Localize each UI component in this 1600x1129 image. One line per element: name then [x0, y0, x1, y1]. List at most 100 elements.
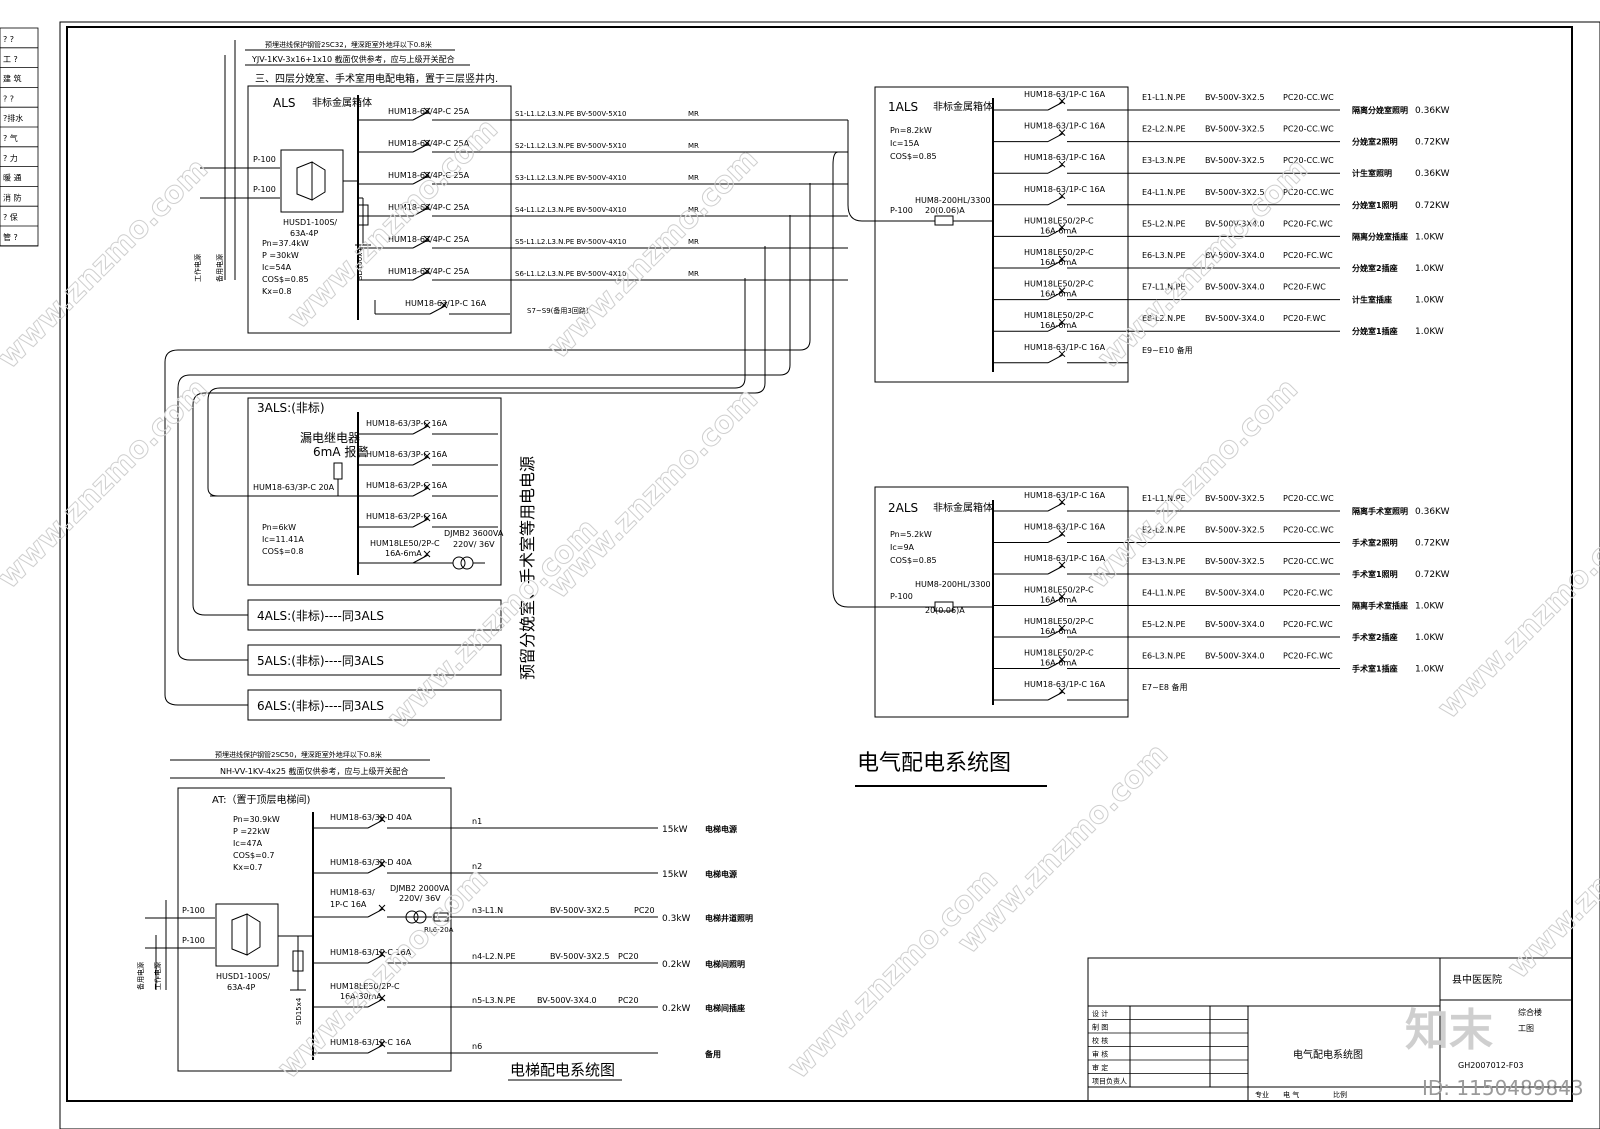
- at-conduit: PC20: [634, 906, 655, 915]
- panel-load-name: 分娩室2照明: [1352, 137, 1398, 147]
- als-circuit-line: S6-L1.L2.L3.N.PE BV-500V-4X10: [515, 270, 626, 278]
- als2-p100: P-100: [890, 592, 913, 601]
- at-load-name: 电梯电源: [705, 869, 737, 879]
- als-p100-a: P-100: [253, 155, 276, 164]
- panel-circuit: E3-L3.N.PE: [1142, 557, 1186, 566]
- als3-transformer-2: 220V/ 36V: [453, 540, 495, 549]
- hospital-name: 县中医医院: [1452, 973, 1502, 986]
- als-param: Kx=0.8: [262, 287, 291, 296]
- panel-param: COS$=0.85: [890, 556, 937, 565]
- titleblock-role: 制 图: [1092, 1023, 1108, 1032]
- als-circuit-tag: MR: [688, 270, 699, 278]
- watermark-text: www.znzmo.com: [1091, 152, 1315, 376]
- als3-relay-2: 6mA 报警: [313, 444, 368, 459]
- als-switch-model: HUSD1-100S/: [283, 218, 337, 227]
- watermark-text: www.znzmo.com: [541, 382, 765, 606]
- panel-circuit: E1-L1.N.PE: [1142, 494, 1186, 503]
- als-spare-breaker: HUM18-63/1P-C 16A: [405, 299, 487, 308]
- at-circuit: n4-L2.N.PE: [472, 952, 516, 961]
- reserved-power-note: 预留分娩室、手术室等用电电源: [518, 456, 537, 680]
- panel-load-kw: 0.36KW: [1415, 507, 1450, 517]
- titleblock-role: 项目负责人: [1092, 1077, 1127, 1086]
- panel-breaker: HUM18-63/1P-C 16A: [1024, 153, 1106, 162]
- at-circuit: n1: [472, 817, 482, 826]
- panel-conduit: PC20-FC.WC: [1283, 620, 1333, 629]
- als-circuit-tag: MR: [688, 206, 699, 214]
- als6-title: 6ALS:(非标)----同3ALS: [257, 699, 384, 713]
- titleblock-field-3: 比例: [1333, 1090, 1347, 1099]
- at-title: AT:（置于顶层电梯间): [212, 793, 310, 806]
- als-circuit-line: S3-L1.L2.L3.N.PE BV-500V-4X10: [515, 174, 626, 182]
- at-conduit: PC20: [618, 996, 639, 1005]
- at-cable: BV-500V-3X2.5: [550, 906, 610, 915]
- panel-conduit: PC20-FC.WC: [1283, 219, 1333, 228]
- image-id: ID: 1150489843: [1422, 1076, 1584, 1100]
- als3-main-breaker: HUM18-63/3P-C 20A: [253, 483, 335, 492]
- left-strip-label: 暖 通: [3, 173, 22, 183]
- panel-cable: BV-500V-3X2.5: [1205, 156, 1265, 165]
- panel-circuit: E6-L3.N.PE: [1142, 251, 1186, 260]
- at-conduit: PC20: [618, 952, 639, 961]
- panel-load-name: 计生室照明: [1352, 168, 1392, 178]
- als3-transformer-1: DJMB2 3600VA: [444, 529, 504, 538]
- at-panel: 预埋进线保护钢管2SC50，埋深距室外地坪以下0.8米 NH-VV-1KV-4x…: [136, 750, 753, 1072]
- panel-cable: BV-500V-3X4.0: [1205, 251, 1265, 260]
- als3-leak-2: 16A-6mA: [385, 549, 422, 558]
- panel-conduit: PC20-FC.WC: [1283, 652, 1333, 661]
- at-breaker: HUM18-63/3P-D 40A: [330, 858, 412, 867]
- elevator-drawing-title: 电梯配电系统图: [510, 1061, 615, 1079]
- panel-conduit: PC20-CC.WC: [1283, 93, 1334, 102]
- panel-load-name: 隔离手术室照明: [1352, 506, 1408, 516]
- panel-load-kw: 1.0KW: [1415, 665, 1444, 675]
- at-load-kw: 0.3kW: [662, 914, 691, 924]
- at-load-kw: 15kW: [662, 825, 688, 835]
- panel-load-kw: 1.0KW: [1415, 327, 1444, 337]
- at-spd: SD15x4: [295, 997, 303, 1025]
- panel-circuit: E3-L3.N.PE: [1142, 156, 1186, 165]
- panel-load-name: 隔离手术室插座: [1352, 601, 1408, 611]
- als-feeders: [164, 120, 863, 706]
- at-note-cable: NH-VV-1KV-4x25 截面仅供参考，应与上级开关配合: [220, 766, 409, 776]
- at-load-name: 电梯电源: [705, 824, 737, 834]
- panel-circuit: E5-L2.N.PE: [1142, 219, 1186, 228]
- titleblock-role: 审 定: [1092, 1063, 1108, 1072]
- panel-conduit: PC20-FC.WC: [1283, 589, 1333, 598]
- als-circuit-line: S4-L1.L2.L3.N.PE BV-500V-4X10: [515, 206, 626, 214]
- left-strip-label: 消 防: [3, 192, 22, 202]
- als3-branch-breaker: HUM18-63/2P-C 16A: [366, 512, 448, 521]
- als6-panel: 6ALS:(非标)----同3ALS: [247, 689, 502, 721]
- at-power-label-b: 工作电源: [153, 962, 162, 990]
- watermark-text: www.znzmo.com: [271, 862, 495, 1086]
- inner-border: [66, 26, 1573, 1102]
- panel-circuit: E5-L2.N.PE: [1142, 620, 1186, 629]
- als-panel: 预埋进线保护钢管2SC32，埋深距室外地坪以下0.8米 YJV-1KV-3x16…: [193, 40, 848, 334]
- at-switch-rating: 63A-4P: [227, 983, 255, 992]
- panel-conduit: PC20-F.WC: [1283, 283, 1326, 292]
- als3-param: Ic=11.41A: [262, 535, 304, 544]
- panel-cable: BV-500V-3X2.5: [1205, 494, 1265, 503]
- left-strip-label: 管 ?: [3, 232, 18, 242]
- at-param: P =22kW: [233, 827, 270, 836]
- panel-load-kw: 0.72KW: [1415, 570, 1450, 580]
- panel-load-name: 隔离分娩室照明: [1352, 105, 1408, 115]
- panel-breaker: HUM18-63/1P-C 16A: [1024, 554, 1106, 563]
- at-load-name: 电梯间照明: [705, 959, 745, 969]
- at-cable: BV-500V-3X2.5: [550, 952, 610, 961]
- als-circuit-line: S5-L1.L2.L3.N.PE BV-500V-4X10: [515, 238, 626, 246]
- left-strip-label: ? 力: [3, 153, 18, 163]
- als2-subtitle: 非标金属箱体: [933, 501, 993, 514]
- at-transformer-1: DJMB2 2000VA: [390, 884, 450, 893]
- watermark-text: www.znzmo.com: [1501, 762, 1600, 986]
- panel-breaker: HUM18LE50/2P-C: [1024, 311, 1094, 320]
- als-param: COS$=0.85: [262, 275, 309, 284]
- at-switch-model: HUSD1-100S/: [216, 972, 270, 981]
- als-switch-rating: 63A-4P: [290, 229, 318, 238]
- als-circuit-breaker: HUM18-63/4P-C 25A: [388, 267, 470, 276]
- at-load-name: 电梯间插座: [705, 1003, 745, 1013]
- panel-load-name: 隔离分娩室插座: [1352, 231, 1408, 241]
- als1-title: 1ALS: [888, 100, 918, 114]
- als2-box: [874, 486, 1129, 718]
- watermark-text: www.znzmo.com: [1431, 502, 1600, 726]
